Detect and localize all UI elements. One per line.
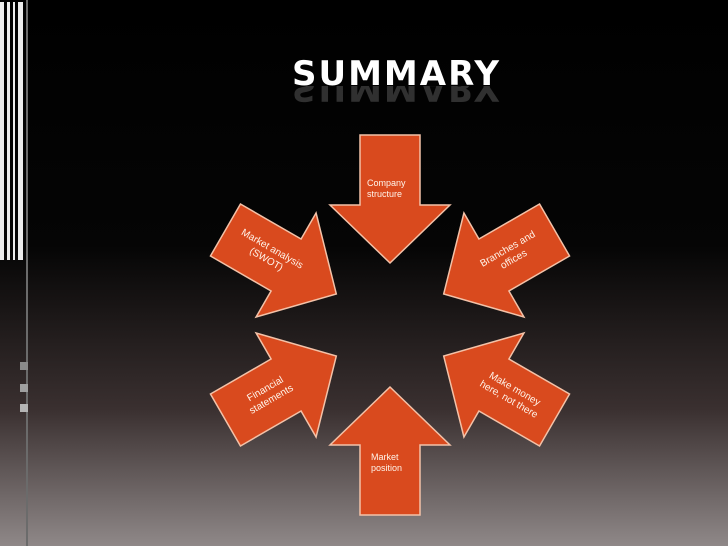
decorative-square xyxy=(20,384,28,392)
arrow-label-line: Market xyxy=(371,452,399,462)
arrow-shape xyxy=(328,385,452,516)
decorative-square xyxy=(20,362,28,370)
arrow-branches-offices xyxy=(442,202,571,319)
slide-title: SUMMARY xyxy=(292,54,502,94)
arrow-label-line: position xyxy=(371,463,402,473)
arrow-shape xyxy=(442,202,571,319)
left-divider-line xyxy=(26,0,28,546)
decorative-square xyxy=(20,404,28,412)
arrow-market-analysis xyxy=(209,202,338,319)
arrow-company-structure xyxy=(328,134,452,265)
arrow-market-position xyxy=(328,385,452,516)
arrow-shape xyxy=(328,134,452,265)
arrow-shape xyxy=(209,202,338,319)
arrow-make-money xyxy=(442,331,571,448)
arrow-label-line: structure xyxy=(367,189,402,199)
arrow-shape xyxy=(209,331,338,448)
arrow-shape xyxy=(442,331,571,448)
arrow-financial-statements xyxy=(209,331,338,448)
arrow-label-line: Company xyxy=(367,178,406,188)
